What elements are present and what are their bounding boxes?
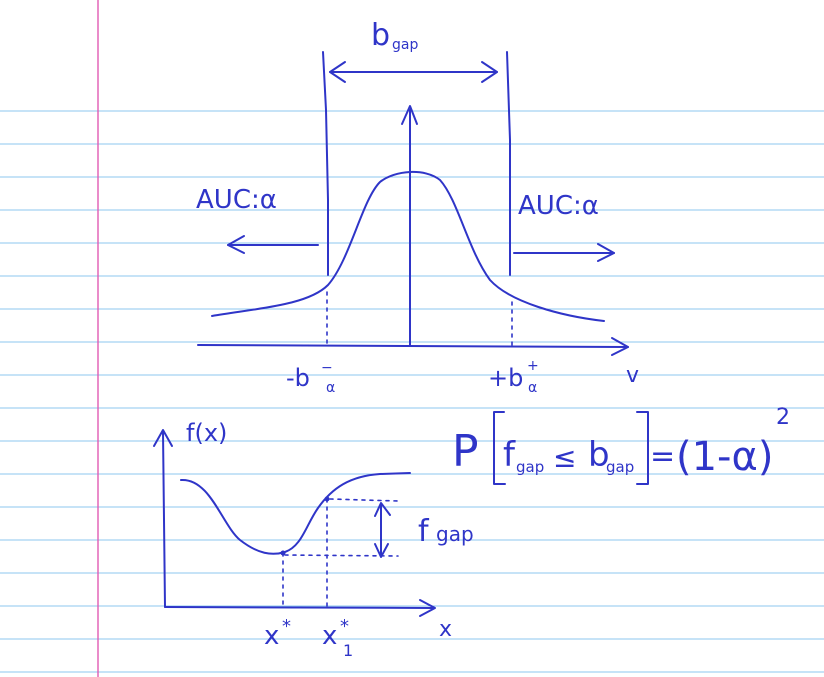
right-region-label: AUC:α [518,191,599,221]
prob-symbol: P [452,426,479,477]
left-bracket [493,411,506,485]
formula-result: (1-α) [676,434,773,480]
gap-label: b [371,18,390,53]
fx-x-axis-label: x [439,617,452,642]
right-threshold-sub: α [528,380,537,396]
formula-lhs: f [503,435,516,475]
min-level-dash [284,554,399,557]
gap-label-sub: gap [392,37,418,53]
fx-y-axis-arrowhead [153,429,173,447]
right-threshold-sup: + [527,358,539,374]
right-threshold-label: +b [488,364,523,392]
x1-star-sup: * [340,616,349,637]
v-axis [197,344,629,348]
probability-formula: P f gap ≤ b gap = (1-α) 2 [452,405,790,485]
top-sketch: b gap v AUC:α AUC:α -b − α +b [196,18,639,396]
formula-leq: ≤ [553,441,576,474]
left-threshold-sup: − [321,360,333,376]
left-threshold-sub: α [326,380,335,396]
fx-x-axis [164,606,435,609]
fx-y-axis [162,431,166,608]
x-star-sup: * [282,616,291,637]
x1-star-label: x [322,621,337,651]
x1-level-dash [329,498,399,502]
gap-arrow-right-head [481,61,498,83]
x1-star-sub: 1 [343,641,353,660]
right-threshold-bar [506,51,511,276]
fgap-label: f [418,514,430,549]
x-star-label: x [264,621,279,651]
fx-y-axis-label: f(x) [186,419,227,447]
formula-rhs: b [588,435,610,475]
fgap-arrow-top-head [374,502,391,517]
right-tail-arrowhead [597,243,615,262]
formula-rhs-sub: gap [606,458,634,476]
left-tail-arrowhead [227,235,245,254]
bottom-sketch: f(x) x f gap x * x * 1 [153,419,474,660]
fx-x-axis-arrowhead [419,599,436,617]
v-axis-label: v [626,363,639,388]
v-axis-arrowhead [611,337,629,356]
bell-curve [211,170,605,322]
fgap-sub: gap [436,522,474,546]
formula-equals: = [650,439,675,474]
left-threshold-bar [322,51,329,276]
gap-arrow-left-head [329,61,346,83]
fgap-arrow-bottom-head [374,543,389,558]
formula-exponent: 2 [776,405,790,430]
left-threshold-label: -b [286,364,310,392]
ruled-lines [0,110,824,673]
left-region-label: AUC:α [196,185,277,215]
right-bracket [636,411,649,485]
y-axis-arrowhead [401,105,418,125]
formula-lhs-sub: gap [516,458,544,476]
